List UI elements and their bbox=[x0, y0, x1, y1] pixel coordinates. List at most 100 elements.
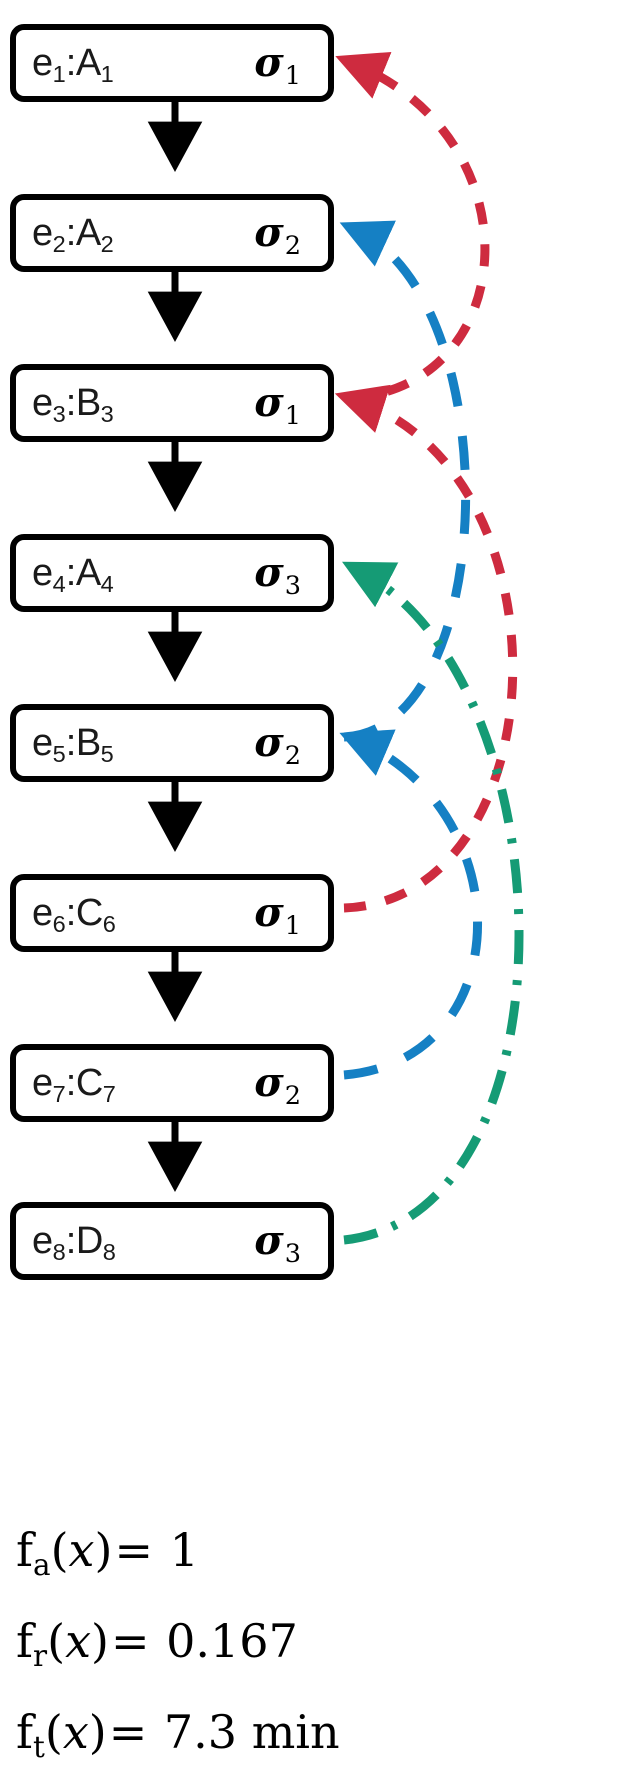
node-colon-e8: : bbox=[65, 1220, 77, 1262]
formula-ft: ft(x)= 7.3 min bbox=[16, 1690, 616, 1781]
node-activity-e3: B bbox=[75, 382, 101, 424]
node-label-e1: e1:A1 bbox=[32, 42, 114, 88]
node-label-e5: e5:B5 bbox=[32, 722, 114, 768]
node-box-e6[interactable]: e6:C6 σ1 bbox=[10, 874, 334, 952]
node-activity-sub-e8: 8 bbox=[102, 1239, 116, 1266]
formula-fa-name: f bbox=[16, 1523, 34, 1577]
node-sigma-glyph-e2: σ bbox=[254, 209, 284, 256]
formula-ft-subscript: t bbox=[33, 1729, 45, 1764]
formula-fr-argument: x bbox=[65, 1614, 92, 1668]
node-activity-sub-e4: 4 bbox=[100, 571, 114, 598]
node-activity-e7: C bbox=[75, 1062, 103, 1104]
node-label-e3: e3:B3 bbox=[32, 382, 114, 428]
formula-fr-operator: = bbox=[110, 1614, 150, 1668]
node-colon-e6: : bbox=[65, 892, 77, 934]
resource-edge-e3-e1 bbox=[335, 52, 490, 403]
node-resource-e8: σ3 bbox=[254, 1221, 306, 1268]
node-label-sub-e4: 4 bbox=[52, 571, 66, 598]
node-label-sub-e2: 2 bbox=[52, 231, 66, 258]
formula-ft-value: 7.3 bbox=[163, 1705, 238, 1759]
node-label-e6: e6:C6 bbox=[32, 892, 116, 938]
node-activity-e1: A bbox=[75, 42, 101, 84]
node-sigma-glyph-e4: σ bbox=[254, 549, 284, 596]
node-activity-e6: C bbox=[75, 892, 103, 934]
node-label-sub-e3: 3 bbox=[52, 401, 66, 428]
node-colon-e4: : bbox=[65, 552, 77, 594]
formula-block: fa(x)= 1 fr(x)= 0.167 ft(x)= 7.3 min bbox=[16, 1508, 616, 1781]
node-label-sub-e1: 1 bbox=[52, 61, 66, 88]
node-activity-e4: A bbox=[75, 552, 101, 594]
node-activity-sub-e2: 2 bbox=[100, 231, 114, 258]
node-sigma-glyph-e3: σ bbox=[254, 379, 284, 426]
node-sigma-sub-e3: 1 bbox=[284, 401, 301, 432]
formula-fr: fr(x)= 0.167 bbox=[16, 1599, 616, 1690]
node-sigma-glyph-e7: σ bbox=[254, 1059, 284, 1106]
node-label-e2: e2:A2 bbox=[32, 212, 114, 258]
resource-edge-e8-e4 bbox=[342, 561, 524, 1245]
formula-ft-paren-close: ) bbox=[88, 1705, 107, 1759]
formula-fr-paren-close: ) bbox=[91, 1614, 109, 1668]
node-colon-e7: : bbox=[65, 1062, 77, 1104]
node-sigma-sub-e6: 1 bbox=[284, 911, 301, 942]
node-label-sub-e7: 7 bbox=[52, 1081, 66, 1108]
node-activity-e5: B bbox=[75, 722, 101, 764]
node-activity-e8: D bbox=[75, 1220, 103, 1262]
formula-fr-paren-open: ( bbox=[47, 1614, 66, 1668]
node-activity-sub-e3: 3 bbox=[100, 401, 114, 428]
node-sigma-glyph-e5: σ bbox=[254, 719, 284, 766]
formula-fa-argument: x bbox=[68, 1523, 95, 1577]
node-sigma-glyph-e1: σ bbox=[254, 39, 284, 86]
formula-fr-subscript: r bbox=[33, 1638, 48, 1673]
node-activity-sub-e7: 7 bbox=[102, 1081, 116, 1108]
node-resource-e4: σ3 bbox=[254, 553, 306, 600]
node-box-e1[interactable]: e1:A1 σ1 bbox=[10, 24, 334, 102]
node-resource-e5: σ2 bbox=[254, 723, 306, 770]
node-sigma-sub-e8: 3 bbox=[284, 1239, 301, 1270]
resource-edge-e5-e2 bbox=[339, 220, 470, 742]
node-resource-e1: σ1 bbox=[254, 43, 306, 90]
formula-ft-argument: x bbox=[62, 1705, 89, 1759]
node-sigma-sub-e5: 2 bbox=[284, 741, 301, 772]
node-box-e8[interactable]: e8:D8 σ3 bbox=[10, 1202, 334, 1280]
node-colon-e1: : bbox=[65, 42, 77, 84]
node-box-e7[interactable]: e7:C7 σ2 bbox=[10, 1044, 334, 1122]
node-sigma-glyph-e8: σ bbox=[254, 1217, 284, 1264]
formula-ft-unit: min bbox=[251, 1705, 340, 1759]
node-sigma-sub-e4: 3 bbox=[284, 571, 301, 602]
node-resource-e2: σ2 bbox=[254, 213, 306, 260]
formula-ft-paren-open: ( bbox=[44, 1705, 63, 1759]
node-box-e2[interactable]: e2:A2 σ2 bbox=[10, 194, 334, 272]
resource-edge-e6-e3 bbox=[334, 384, 518, 913]
node-sigma-sub-e1: 1 bbox=[284, 61, 301, 92]
node-activity-sub-e5: 5 bbox=[100, 741, 114, 768]
node-resource-e3: σ1 bbox=[254, 383, 306, 430]
node-activity-sub-e1: 1 bbox=[100, 61, 114, 88]
node-activity-e2: A bbox=[75, 212, 101, 254]
node-colon-e3: : bbox=[65, 382, 77, 424]
node-colon-e5: : bbox=[65, 722, 77, 764]
node-activity-sub-e6: 6 bbox=[102, 911, 116, 938]
formula-fa-paren-close: ) bbox=[94, 1523, 113, 1577]
formula-fr-name: f bbox=[16, 1614, 34, 1668]
node-label-e8: e8:D8 bbox=[32, 1220, 116, 1266]
node-label-sub-e5: 5 bbox=[52, 741, 66, 768]
resource-edges-sigma1 bbox=[334, 52, 518, 913]
node-resource-e7: σ2 bbox=[254, 1063, 306, 1110]
node-label-sub-e8: 8 bbox=[52, 1239, 66, 1266]
resource-edge-e7-e5 bbox=[339, 729, 482, 1080]
node-label-sub-e6: 6 bbox=[52, 911, 66, 938]
node-resource-e6: σ1 bbox=[254, 893, 306, 940]
node-label-e4: e4:A4 bbox=[32, 552, 114, 598]
node-box-e3[interactable]: e3:B3 σ1 bbox=[10, 364, 334, 442]
formula-fa-value: 1 bbox=[169, 1523, 199, 1577]
node-label-e7: e7:C7 bbox=[32, 1062, 116, 1108]
node-box-e4[interactable]: e4:A4 σ3 bbox=[10, 534, 334, 612]
formula-fa: fa(x)= 1 bbox=[16, 1508, 616, 1599]
node-box-e5[interactable]: e5:B5 σ2 bbox=[10, 704, 334, 782]
formula-fa-paren-open: ( bbox=[50, 1523, 69, 1577]
node-sigma-glyph-e6: σ bbox=[254, 889, 284, 936]
formula-ft-name: f bbox=[16, 1705, 34, 1759]
node-sigma-sub-e2: 2 bbox=[284, 231, 301, 262]
